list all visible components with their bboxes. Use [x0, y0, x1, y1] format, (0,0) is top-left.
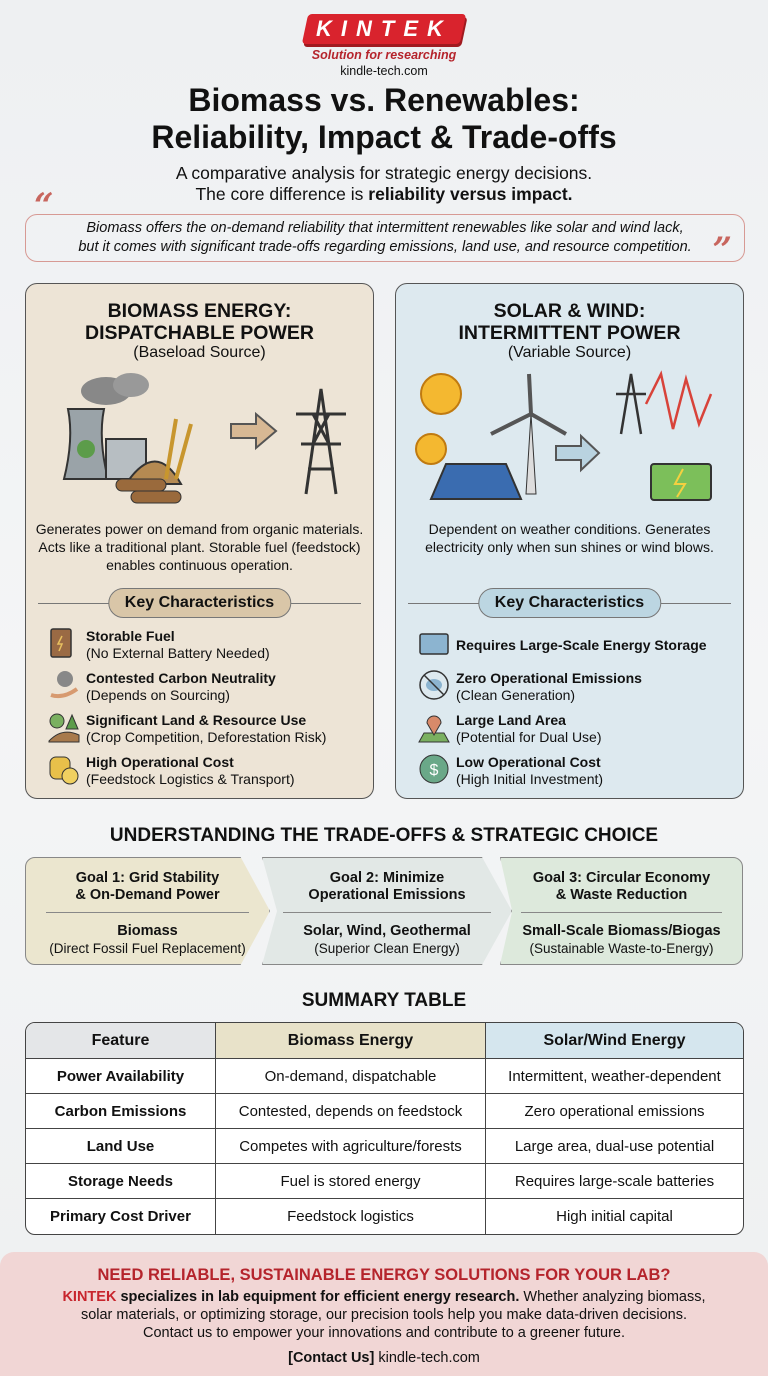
key-characteristics-label: Key Characteristics — [408, 588, 731, 618]
brand-site-link[interactable]: kindle-tech.com — [340, 64, 428, 78]
panel-title: SOLAR & WIND:INTERMITTENT POWER — [458, 300, 681, 344]
cta-footer: NEED RELIABLE, SUSTAINABLE ENERGY SOLUTI… — [0, 1252, 768, 1376]
dollar-icon: $ — [418, 753, 456, 789]
page-title: Biomass vs. Renewables:Reliability, Impa… — [151, 82, 617, 155]
cta-heading: NEED RELIABLE, SUSTAINABLE ENERGY SOLUTI… — [97, 1266, 671, 1284]
list-item: Significant Land & Resource Use(Crop Com… — [48, 708, 367, 750]
table-cell: Primary Cost Driver — [26, 1199, 216, 1234]
table-cell: Competes with agriculture/forests — [216, 1129, 486, 1164]
table-cell: Land Use — [26, 1129, 216, 1164]
fuel-book-icon — [48, 627, 86, 663]
table-cell: Storage Needs — [26, 1164, 216, 1199]
list-item: Requires Large-Scale Energy Storage — [418, 624, 737, 666]
table-cell: Contested, depends on feedstock — [216, 1094, 486, 1129]
coins-icon — [48, 753, 86, 789]
cta-text: KINTEK specializes in lab equipment for … — [62, 1289, 706, 1341]
svg-text:$: $ — [430, 762, 439, 779]
brand-tagline: Solution for researching — [311, 48, 457, 62]
characteristics-list: Storable Fuel(No External Battery Needed… — [48, 624, 367, 792]
panel-title: BIOMASS ENERGY:DISPATCHABLE POWER — [85, 300, 314, 344]
table-cell: Large area, dual-use potential — [486, 1129, 743, 1164]
list-item: Contested Carbon Neutrality(Depends on S… — [48, 666, 367, 708]
key-quote: “ Biomass offers the on-demand reliabili… — [25, 189, 745, 270]
characteristics-list: Requires Large-Scale Energy Storage Zero… — [418, 624, 737, 792]
table-cell: High initial capital — [556, 1208, 673, 1225]
contact-link[interactable]: [Contact Us] kindle-tech.com — [288, 1350, 480, 1366]
list-item: Storable Fuel(No External Battery Needed… — [48, 624, 367, 666]
panel-description: Dependent on weather conditions. Generat… — [425, 521, 714, 555]
table-cell: Carbon Emissions — [26, 1094, 216, 1129]
biomass-plant-illustration — [62, 373, 346, 504]
list-item: Large Land Area(Potential for Dual Use) — [418, 708, 737, 750]
summary-heading: SUMMARY TABLE — [301, 990, 467, 1011]
solar-wind-illustration — [415, 370, 713, 501]
table-cell: Feedstock logistics — [216, 1199, 486, 1234]
kintek-logo: KINTEK — [301, 14, 467, 44]
list-item: $Low Operational Cost(High Initial Inves… — [418, 750, 737, 792]
page-subtitle: A comparative analysis for strategic ene… — [175, 163, 593, 204]
biomass-panel: BIOMASS ENERGY:DISPATCHABLE POWER (Basel… — [25, 283, 374, 799]
battery-icon — [418, 629, 456, 661]
hand-cloud-icon — [48, 669, 86, 705]
panel-description: Generates power on demand from organic m… — [35, 521, 364, 573]
no-emissions-icon — [418, 669, 456, 705]
trees-land-icon — [48, 711, 86, 747]
table-cell: Intermittent, weather-dependent — [486, 1059, 743, 1094]
table-cell: Zero operational emissions — [486, 1094, 743, 1129]
panel-subtitle: (Variable Source) — [507, 344, 632, 361]
goal-3-card: Goal 3: Circular Economy& Waste Reductio… — [500, 857, 743, 965]
table-cell: Requires large-scale batteries — [486, 1164, 743, 1199]
solar-wind-panel: SOLAR & WIND:INTERMITTENT POWER (Variabl… — [395, 283, 744, 799]
table-cell: Fuel is stored energy — [216, 1164, 486, 1199]
list-item: High Operational Cost(Feedstock Logistic… — [48, 750, 367, 792]
list-item: Zero Operational Emissions(Clean Generat… — [418, 666, 737, 708]
table-cell: On-demand, dispatchable — [216, 1059, 486, 1094]
panel-subtitle: (Baseload Source) — [133, 344, 266, 361]
open-quote-icon: “ — [34, 186, 54, 226]
key-characteristics-label: Key Characteristics — [38, 588, 361, 618]
tradeoffs-heading: UNDERSTANDING THE TRADE-OFFS & STRATEGIC… — [109, 825, 659, 846]
map-pin-icon — [418, 711, 456, 747]
table-cell: Power Availability — [26, 1059, 216, 1094]
close-quote-icon: ” — [712, 230, 732, 270]
